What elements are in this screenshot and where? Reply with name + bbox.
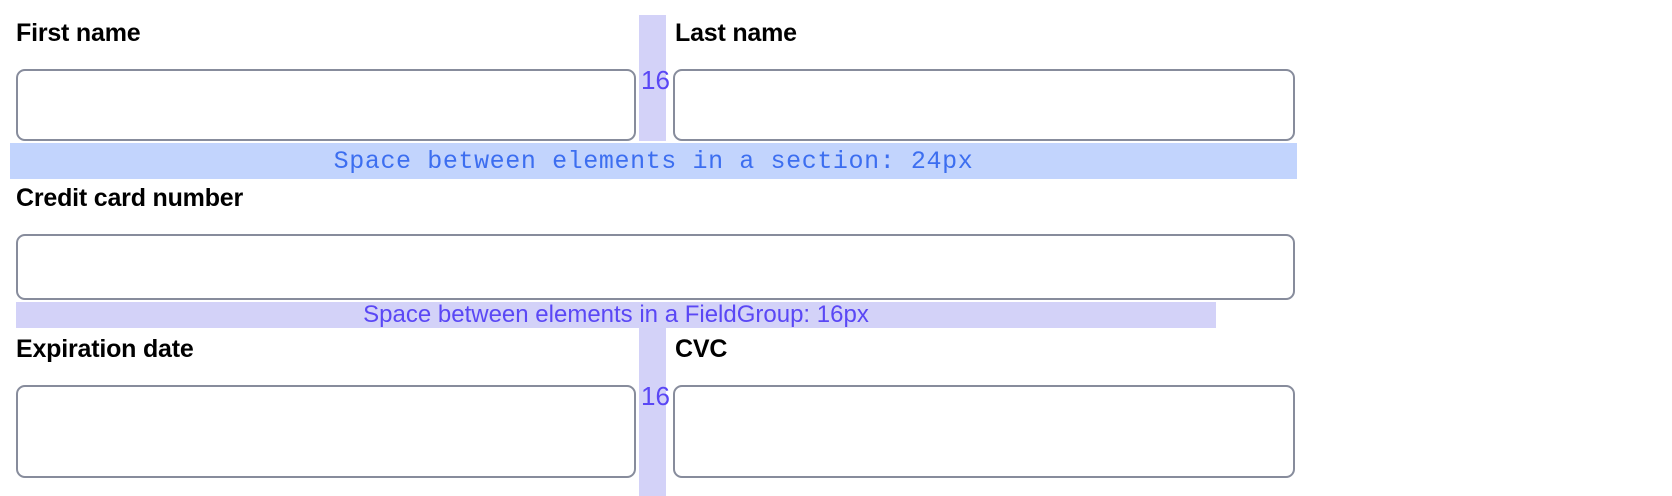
label-first-name: First name xyxy=(16,19,141,47)
annotation-section-spacing: Space between elements in a section: 24p… xyxy=(10,143,1297,179)
gutter-band-row-3 xyxy=(639,328,666,496)
label-credit-card-number: Credit card number xyxy=(16,184,244,212)
input-cvc[interactable] xyxy=(673,385,1295,478)
gutter-label-row-1: 16 xyxy=(641,65,670,95)
input-last-name[interactable] xyxy=(673,69,1295,141)
input-expiration-date[interactable] xyxy=(16,385,636,478)
input-credit-card-number[interactable] xyxy=(16,234,1295,300)
annotation-fieldgroup-spacing: Space between elements in a FieldGroup: … xyxy=(16,301,1216,328)
input-first-name[interactable] xyxy=(16,69,636,141)
gutter-label-row-3: 16 xyxy=(641,381,670,411)
label-last-name: Last name xyxy=(675,19,797,47)
label-expiration-date: Expiration date xyxy=(16,335,194,363)
gutter-band-row-1 xyxy=(639,15,666,141)
label-cvc: CVC xyxy=(675,335,728,363)
